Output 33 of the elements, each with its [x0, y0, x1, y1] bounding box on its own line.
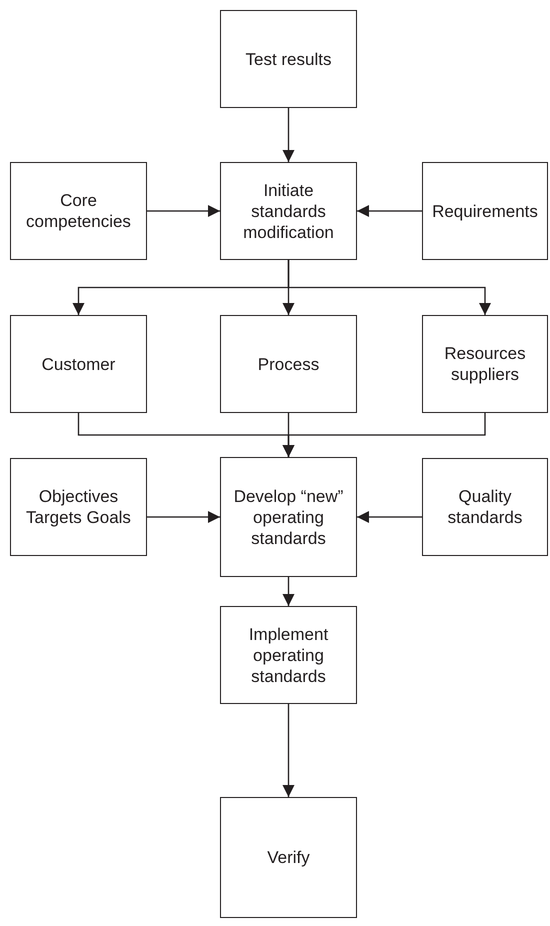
box-label: Objectives Targets Goals [25, 486, 132, 528]
process-box [422, 162, 548, 260]
process-box [422, 315, 548, 413]
process-box [220, 606, 357, 704]
process-box [10, 458, 147, 556]
process-box [220, 797, 357, 918]
box-label: Process [258, 354, 320, 374]
box-label: Develop “new” operating standards [232, 486, 344, 548]
box-label: Requirements [432, 200, 538, 222]
box-label: Resources suppliers [443, 343, 527, 385]
arrow [357, 205, 422, 217]
arrow [282, 108, 294, 162]
box-label: Verify [267, 847, 310, 868]
process-box [220, 457, 357, 577]
box-label: Quality standards [446, 486, 524, 528]
arrow [282, 577, 294, 606]
box-label: Customer [42, 354, 116, 374]
process-box [220, 315, 357, 413]
arrow [147, 511, 220, 523]
arrow [288, 260, 491, 315]
process-box [220, 162, 357, 260]
box-label: Initiate standards modification [242, 180, 335, 242]
arrow [282, 413, 486, 457]
arrow [357, 511, 422, 523]
process-box [220, 10, 357, 108]
box-label: Core competencies [25, 190, 132, 232]
arrow [147, 205, 220, 217]
process-box [422, 458, 548, 556]
process-box [10, 162, 147, 260]
box-label: Test results [246, 48, 332, 70]
box-label: Implement operating standards [248, 624, 330, 686]
process-box [10, 315, 147, 413]
arrow [282, 704, 294, 797]
